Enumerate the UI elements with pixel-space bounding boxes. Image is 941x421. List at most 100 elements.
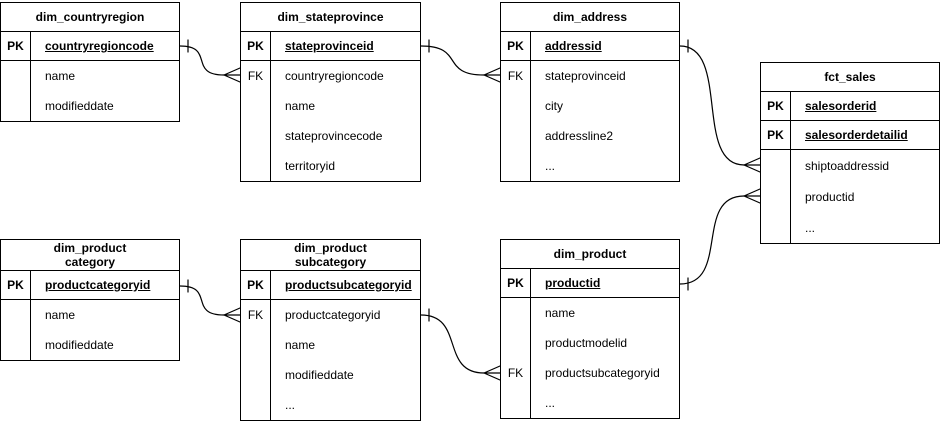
- relationship-curve: [179, 285, 225, 316]
- table-row: territoryid: [241, 151, 420, 181]
- key-badge: [241, 121, 271, 151]
- key-badge: FK: [241, 61, 271, 91]
- key-badge: [241, 390, 271, 420]
- field-name: countryregioncode: [45, 39, 154, 53]
- field-name: stateprovinceid: [545, 69, 626, 83]
- table-title: fct_sales: [761, 63, 939, 92]
- field-name: productid: [805, 189, 855, 204]
- field-name: name: [45, 308, 76, 322]
- field-name: productmodelid: [545, 336, 628, 350]
- table-title: dim_address: [501, 3, 679, 32]
- cardinality-many-crowfoot: [743, 157, 761, 173]
- table-row: ...: [241, 390, 420, 420]
- key-badge: PK: [761, 121, 791, 149]
- table-dim-stateprovince[interactable]: dim_stateprovince PK stateprovinceid FK …: [240, 2, 421, 182]
- cardinality-many-crowfoot: [483, 67, 501, 83]
- relationship-curve: [420, 314, 485, 374]
- relationship-address-to-fctsales[interactable]: [679, 39, 761, 173]
- table-row: city: [501, 91, 679, 121]
- table-row: ...: [501, 151, 679, 181]
- key-badge: [501, 328, 531, 358]
- key-badge: [241, 151, 271, 181]
- table-row: modifieddate: [1, 330, 179, 360]
- table-row: name: [1, 61, 179, 91]
- field-name: modifieddate: [45, 338, 114, 352]
- field-name: name: [545, 306, 576, 320]
- table-title: dim_stateprovince: [241, 3, 420, 32]
- key-badge: [241, 91, 271, 121]
- key-badge: PK: [1, 271, 31, 299]
- relationship-curve: [679, 195, 745, 285]
- table-row: PK salesorderid: [761, 92, 939, 121]
- table-dim-product[interactable]: dim_product PK productid name productmod…: [500, 239, 680, 419]
- key-badge: FK: [501, 61, 531, 91]
- key-badge: [501, 388, 531, 418]
- field-name: modifieddate: [45, 99, 114, 113]
- field-name: salesorderdetailid: [805, 128, 908, 142]
- field-name: productsubcategoryid: [545, 366, 660, 380]
- key-badge: [241, 330, 271, 360]
- key-badge: [761, 181, 791, 212]
- relationship-countryregion-to-stateprovince[interactable]: [179, 39, 241, 83]
- key-badge: [1, 91, 31, 121]
- field-name: salesorderid: [805, 99, 877, 113]
- table-row: ...: [761, 212, 939, 243]
- table-row: FK productcategoryid: [241, 300, 420, 330]
- field-name: addressline2: [545, 129, 614, 143]
- table-row: PK countryregioncode: [1, 32, 179, 61]
- relationship-curve: [420, 45, 485, 76]
- field-name: countryregioncode: [285, 69, 384, 83]
- key-badge: PK: [761, 92, 791, 120]
- table-row: name: [1, 300, 179, 330]
- table-row: FK countryregioncode: [241, 61, 420, 91]
- field-name: shiptoaddressid: [805, 158, 890, 173]
- field-name: productsubcategoryid: [285, 278, 412, 292]
- table-row: PK productid: [501, 269, 679, 298]
- field-name: ...: [805, 220, 816, 235]
- relationship-productcategory-to-subcategory[interactable]: [179, 279, 241, 323]
- table-row: name: [501, 298, 679, 328]
- key-badge: [501, 91, 531, 121]
- key-badge: [501, 151, 531, 181]
- table-dim-address[interactable]: dim_address PK addressid FK stateprovinc…: [500, 2, 680, 182]
- cardinality-many-crowfoot: [483, 365, 501, 381]
- field-name: territoryid: [285, 159, 336, 173]
- field-name: ...: [545, 396, 556, 410]
- table-dim-countryregion[interactable]: dim_countryregion PK countryregioncode n…: [0, 2, 180, 122]
- field-name: name: [285, 338, 316, 352]
- key-badge: [501, 121, 531, 151]
- table-row: FK productsubcategoryid: [501, 358, 679, 388]
- field-name: name: [45, 69, 76, 83]
- table-row: modifieddate: [1, 91, 179, 121]
- table-title: dim_countryregion: [1, 3, 179, 32]
- key-badge: PK: [241, 32, 271, 60]
- table-fct-sales[interactable]: fct_sales PK salesorderid PK salesorderd…: [760, 62, 940, 244]
- key-badge: FK: [501, 358, 531, 388]
- key-badge: [1, 300, 31, 330]
- field-name: ...: [285, 398, 296, 412]
- table-title: dim_product: [501, 240, 679, 269]
- key-badge: PK: [501, 269, 531, 297]
- key-badge: [1, 330, 31, 360]
- key-badge: [1, 61, 31, 91]
- table-row: ...: [501, 388, 679, 418]
- table-row: productid: [761, 181, 939, 212]
- table-row: PK salesorderdetailid: [761, 121, 939, 150]
- table-row: stateprovincecode: [241, 121, 420, 151]
- relationship-subcategory-to-product[interactable]: [420, 308, 501, 381]
- relationship-stateprovince-to-address[interactable]: [420, 39, 501, 83]
- field-name: stateprovinceid: [285, 39, 374, 53]
- table-row: FK stateprovinceid: [501, 61, 679, 91]
- table-row: PK stateprovinceid: [241, 32, 420, 61]
- field-name: addressid: [545, 39, 602, 53]
- table-row: modifieddate: [241, 360, 420, 390]
- cardinality-many-crowfoot: [223, 67, 241, 83]
- table-row: name: [241, 91, 420, 121]
- relationship-product-to-fctsales[interactable]: [679, 188, 761, 291]
- field-name: productcategoryid: [285, 308, 381, 322]
